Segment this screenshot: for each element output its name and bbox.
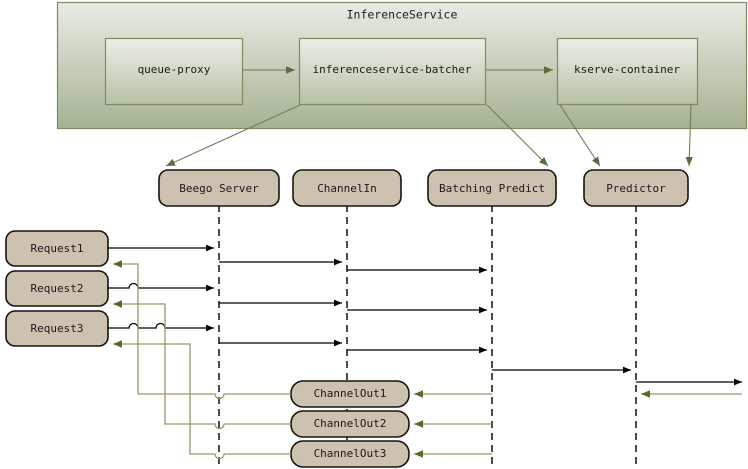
lifeline-head-batching-predict[interactable] (427, 169, 557, 207)
channelout-box-channelout1-label: ChannelOut1 (314, 387, 387, 400)
channelout-box-channelout2-label: ChannelOut2 (314, 417, 387, 430)
box-inferenceservice-batcher[interactable] (298, 37, 487, 106)
return-channelout1-to-request1 (113, 260, 291, 400)
request-box-request2-label: Request2 (31, 282, 84, 295)
message-request2-to-beego (108, 282, 214, 292)
connector-batcher-to-batching-predict (486, 104, 549, 167)
request-box-request3-label: Request3 (31, 322, 84, 335)
lifeline-head-predictor[interactable] (583, 169, 689, 207)
connector-batcher-to-beego (165, 104, 301, 167)
lifeline-head-beego-server[interactable] (158, 169, 280, 207)
lifeline-head-channelin[interactable] (292, 169, 402, 207)
return-channelout3-to-request3 (113, 340, 291, 460)
lifeline-head-predictor-label: Predictor (606, 182, 666, 195)
group-title: InferenceService (347, 8, 458, 22)
box-kserve-container[interactable] (556, 37, 699, 106)
connector-kserve-to-predictor-right (685, 104, 693, 167)
box-kserve-container-label: kserve-container (574, 63, 680, 76)
connector-kserve-to-predictor-left (559, 104, 601, 167)
channelout-box-channelout3-label: ChannelOut3 (314, 447, 387, 460)
lifeline-head-beego-server-label: Beego Server (179, 182, 259, 195)
message-request3-to-beego (108, 322, 214, 332)
lifeline-head-channelin-label: ChannelIn (317, 182, 377, 195)
box-queue-proxy[interactable] (104, 37, 244, 106)
box-queue-proxy-label: queue-proxy (138, 63, 211, 76)
lifeline-head-batching-predict-label: Batching Predict (439, 182, 545, 195)
request-box-request1-label: Request1 (31, 242, 84, 255)
box-inferenceservice-batcher-label: inferenceservice-batcher (313, 63, 472, 76)
return-channelout2-to-request2 (113, 300, 291, 430)
